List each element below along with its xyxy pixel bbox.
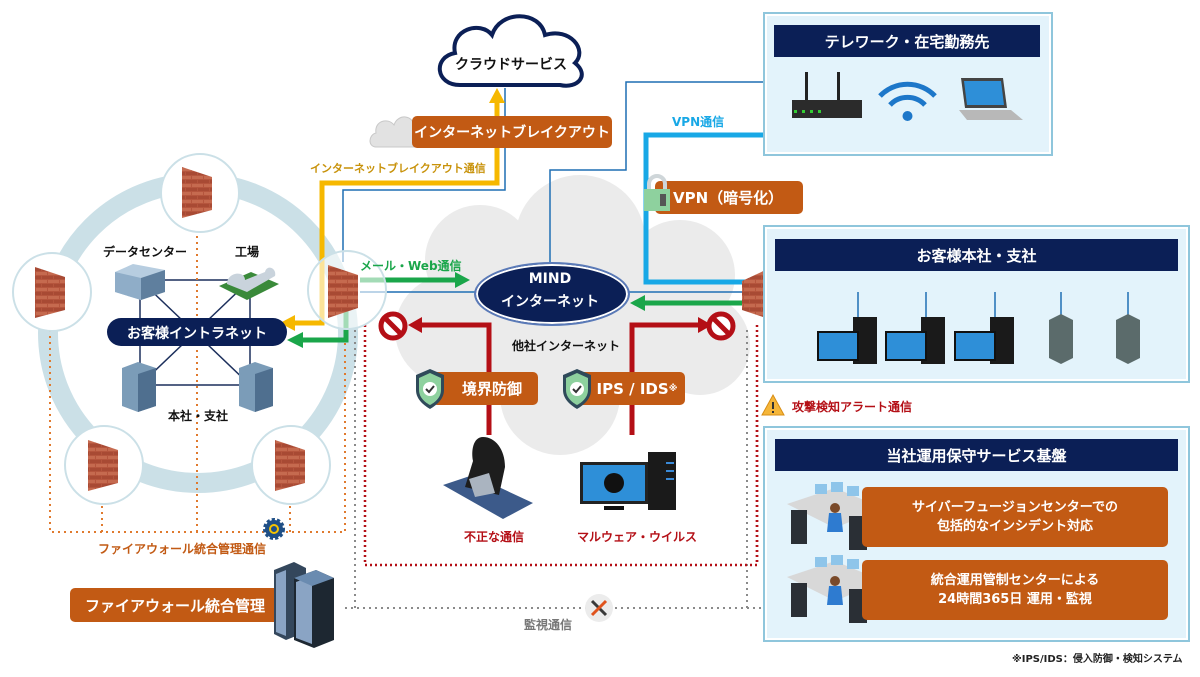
ips-ids-label: IPS / IDS※: [577, 372, 685, 405]
ips-ids-text: IPS / IDS: [596, 379, 669, 398]
customer-office-title: お客様本社・支社: [775, 239, 1178, 271]
ops-item-line: サイバーフュージョンセンターでの: [912, 500, 1118, 515]
breakout-flow-label: インターネットブレイクアウト通信: [310, 162, 486, 175]
malware-label: マルウェア・ウイルス: [577, 530, 698, 544]
breakout-arrow: [292, 100, 500, 326]
pc-icon: [817, 317, 877, 364]
internet-breakout-label: インターネットブレイクアウト: [412, 116, 612, 148]
ops-platform-title: 当社運用保守サービス基盤: [775, 439, 1178, 471]
mail-web-flow-label: メール・Web通信: [360, 259, 462, 273]
firewall-node-bottom-right: [251, 425, 331, 505]
ops-item-line: 統合運用管制センターによる: [930, 573, 1100, 588]
operator-desk-icon: [787, 555, 883, 623]
hq-label: 本社・支社: [168, 409, 229, 423]
fw-mgmt-label: ファイアウォール統合管理: [70, 588, 280, 622]
branch-building-icon: [239, 362, 273, 412]
server-icon: [1116, 314, 1140, 364]
malware-pc-icon: [580, 452, 676, 510]
monitoring-flow-label: 監視通信: [524, 618, 573, 632]
router-icon: [792, 72, 862, 118]
operator-desk-icon: [787, 482, 883, 550]
fw-mgmt-server-icon: [274, 562, 334, 648]
office-devices: [817, 292, 1140, 364]
firewall-node-left: [12, 252, 92, 332]
footnote: ※IPS/IDS：侵入防御・検知システム: [1012, 654, 1183, 665]
telework-title: テレワーク・在宅勤務先: [774, 25, 1040, 57]
firewall-node-top: [160, 153, 240, 233]
shield-check-icon: [563, 369, 591, 409]
lock-icon: [644, 174, 670, 211]
other-internet-label: 他社インターネット: [512, 339, 621, 353]
intranet-label: お客様イントラネット: [127, 326, 267, 342]
cloud-service-label: クラウドサービス: [455, 57, 567, 73]
datacenter-building-icon: [115, 264, 165, 300]
wifi-icon: [878, 81, 937, 121]
pc-icon: [885, 317, 945, 364]
warning-icon: [761, 393, 785, 416]
cloud-service-icon: [437, 14, 584, 88]
vpn-flow-label: VPN通信: [672, 115, 725, 129]
mind-internet-node: [474, 262, 630, 326]
fw-mgmt-lines: [49, 235, 346, 533]
ops-item-line: 24時間365日 運用・監視: [938, 592, 1092, 607]
intranet-pill: [107, 318, 287, 346]
ops-item-cyber-fusion: サイバーフュージョンセンターでの 包括的なインシデント対応: [862, 487, 1168, 547]
monitoring-lines: [345, 330, 785, 609]
hacker-icon: [443, 437, 533, 519]
unauthorized-label: 不正な通信: [464, 530, 525, 544]
ops-item-integrated-control: 統合運用管制センターによる 24時間365日 運用・監視: [862, 560, 1168, 620]
boundary-defense-label: 境界防御: [432, 372, 538, 405]
alert-flow-label: 攻撃検知アラート通信: [792, 400, 913, 414]
ops-item-line: 包括的なインシデント対応: [936, 519, 1093, 534]
ips-ids-footnote-mark: ※: [668, 383, 678, 394]
blocked-icon: [706, 311, 736, 341]
firewall-node-bottom-left: [64, 425, 144, 505]
boundary-defense-text: 境界防御: [461, 380, 522, 398]
tools-icon: [585, 594, 613, 622]
datacenter-label: データセンター: [103, 245, 188, 259]
factory-icon: [219, 267, 279, 300]
blocked-icon: [378, 311, 408, 341]
server-icon: [1049, 314, 1073, 364]
pc-icon: [954, 317, 1014, 364]
hq-building-icon: [122, 362, 156, 412]
mind-line2: インターネット: [501, 294, 599, 310]
gear-icon: [263, 518, 285, 540]
shield-check-icon: [416, 369, 444, 409]
laptop-icon: [959, 78, 1023, 120]
factory-label: 工場: [235, 245, 260, 259]
mind-line1: MIND: [528, 271, 572, 287]
vpn-label: VPN（暗号化）: [655, 181, 803, 214]
fw-mgmt-flow-label: ファイアウォール統合管理通信: [98, 542, 267, 556]
